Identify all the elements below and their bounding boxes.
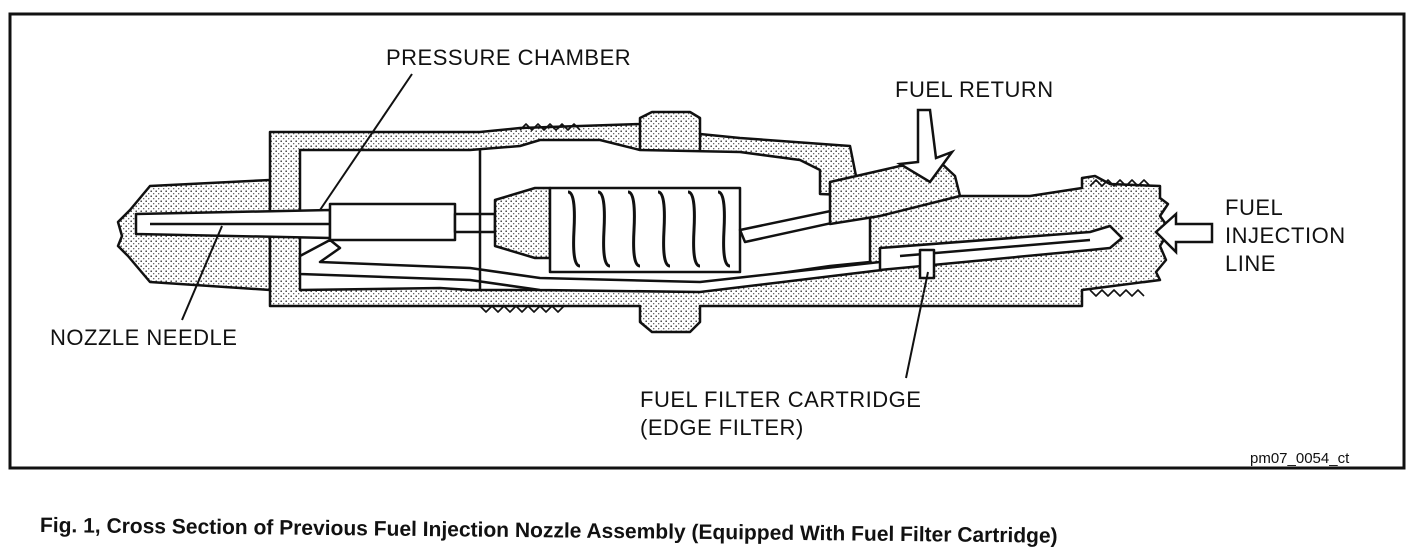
- spring-seat: [493, 186, 552, 260]
- leader-nozzle-needle: [181, 225, 223, 321]
- label-fuel-injection-line-3: LINE: [1225, 251, 1276, 276]
- label-fuel-filter-cartridge-1: FUEL FILTER CARTRIDGE: [640, 387, 922, 412]
- figure-border: [8, 12, 1406, 470]
- label-fuel-return: FUEL RETURN: [895, 77, 1054, 102]
- fuel-passage: [298, 238, 884, 294]
- label-fuel-injection-line-1: FUEL: [1225, 195, 1284, 220]
- label-pressure-chamber: PRESSURE CHAMBER: [386, 45, 632, 70]
- leader-pressure-chamber: [319, 73, 413, 211]
- fuel-return-arrow: [896, 108, 956, 184]
- fuel-inlet-arrow: [1154, 211, 1214, 256]
- label-fuel-filter-cartridge-2: (EDGE FILTER): [640, 415, 804, 440]
- pressure-spring: [567, 190, 731, 268]
- thread-marks: [479, 123, 1151, 313]
- nozzle-assembly: [116, 110, 1172, 334]
- spring-chamber: [548, 186, 742, 274]
- pressure-spindle: [328, 202, 457, 242]
- label-nozzle-needle: NOZZLE NEEDLE: [50, 325, 238, 350]
- leader-fuel-filter: [905, 271, 929, 379]
- label-fuel-injection-line-2: INJECTION: [1225, 223, 1346, 248]
- leader-lines: [181, 73, 929, 379]
- reference-id: pm07_0054_ct: [1250, 450, 1350, 467]
